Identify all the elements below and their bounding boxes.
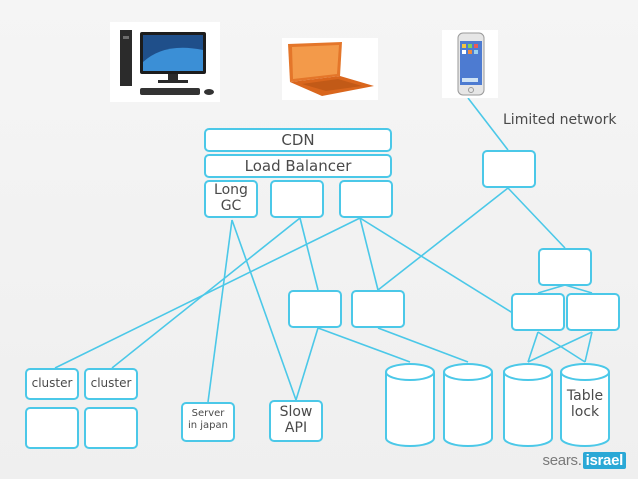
limited-network-box xyxy=(482,150,536,188)
logo-brand: sears. xyxy=(542,452,582,469)
database-table-lock xyxy=(560,363,610,447)
cluster-left-header: cluster xyxy=(25,368,79,400)
line-tree-left xyxy=(537,284,566,294)
slow-api-box: Slow API xyxy=(269,400,323,442)
line-r1-db3 xyxy=(527,331,539,363)
cdn-box: CDN xyxy=(204,128,392,152)
app-server-2 xyxy=(270,180,324,218)
line-r2-tablelock xyxy=(584,331,593,363)
line-tree-right xyxy=(564,284,593,294)
line-r2-db3 xyxy=(527,331,593,363)
line-mid1-slowapi xyxy=(295,327,319,401)
line-app3-cluster xyxy=(54,217,361,369)
table-lock-label: Table lock xyxy=(566,388,604,421)
logo-suffix: israel xyxy=(582,452,626,469)
tree-top-box xyxy=(538,248,592,286)
desktop-computer-icon xyxy=(110,22,220,102)
limited-network-label: Limited network xyxy=(503,112,617,128)
cluster-left-label: cluster xyxy=(31,376,73,390)
database-1 xyxy=(385,363,435,447)
line-phone-network xyxy=(467,97,509,151)
cluster-right-label: cluster xyxy=(90,376,132,390)
sears-israel-logo: sears.israel xyxy=(543,452,626,469)
load-balancer-label: Load Balancer xyxy=(244,157,352,175)
tree-right-box xyxy=(566,293,620,331)
cluster-left-node xyxy=(25,407,79,449)
database-3 xyxy=(503,363,553,447)
middle-box-2 xyxy=(351,290,405,328)
line-net-tree xyxy=(507,187,566,249)
long-gc-label: Long GC xyxy=(214,182,248,215)
middle-box-1 xyxy=(288,290,342,328)
line-gc-slowapi xyxy=(231,219,297,401)
database-2 xyxy=(443,363,493,447)
app-server-3 xyxy=(339,180,393,218)
laptop-icon xyxy=(282,38,378,100)
server-in-japan-label: Server in japan xyxy=(187,408,228,431)
smartphone-icon xyxy=(442,30,498,98)
line-app3-mid2 xyxy=(359,217,379,291)
line-app2-slowapi xyxy=(299,217,319,291)
app-server-long-gc: Long GC xyxy=(204,180,258,218)
cluster-right-header: cluster xyxy=(84,368,138,400)
line-app3-right xyxy=(359,217,541,331)
line-mid1-db1 xyxy=(317,327,411,363)
line-net-mid xyxy=(377,187,509,291)
cluster-right-node xyxy=(84,407,138,449)
server-in-japan-box: Server in japan xyxy=(181,402,235,442)
line-mid2-db2 xyxy=(377,327,469,363)
line-gc-server xyxy=(207,219,233,403)
slow-api-label: Slow API xyxy=(279,404,313,437)
cdn-label: CDN xyxy=(281,131,315,149)
tree-left-box xyxy=(511,293,565,331)
load-balancer-box: Load Balancer xyxy=(204,154,392,178)
